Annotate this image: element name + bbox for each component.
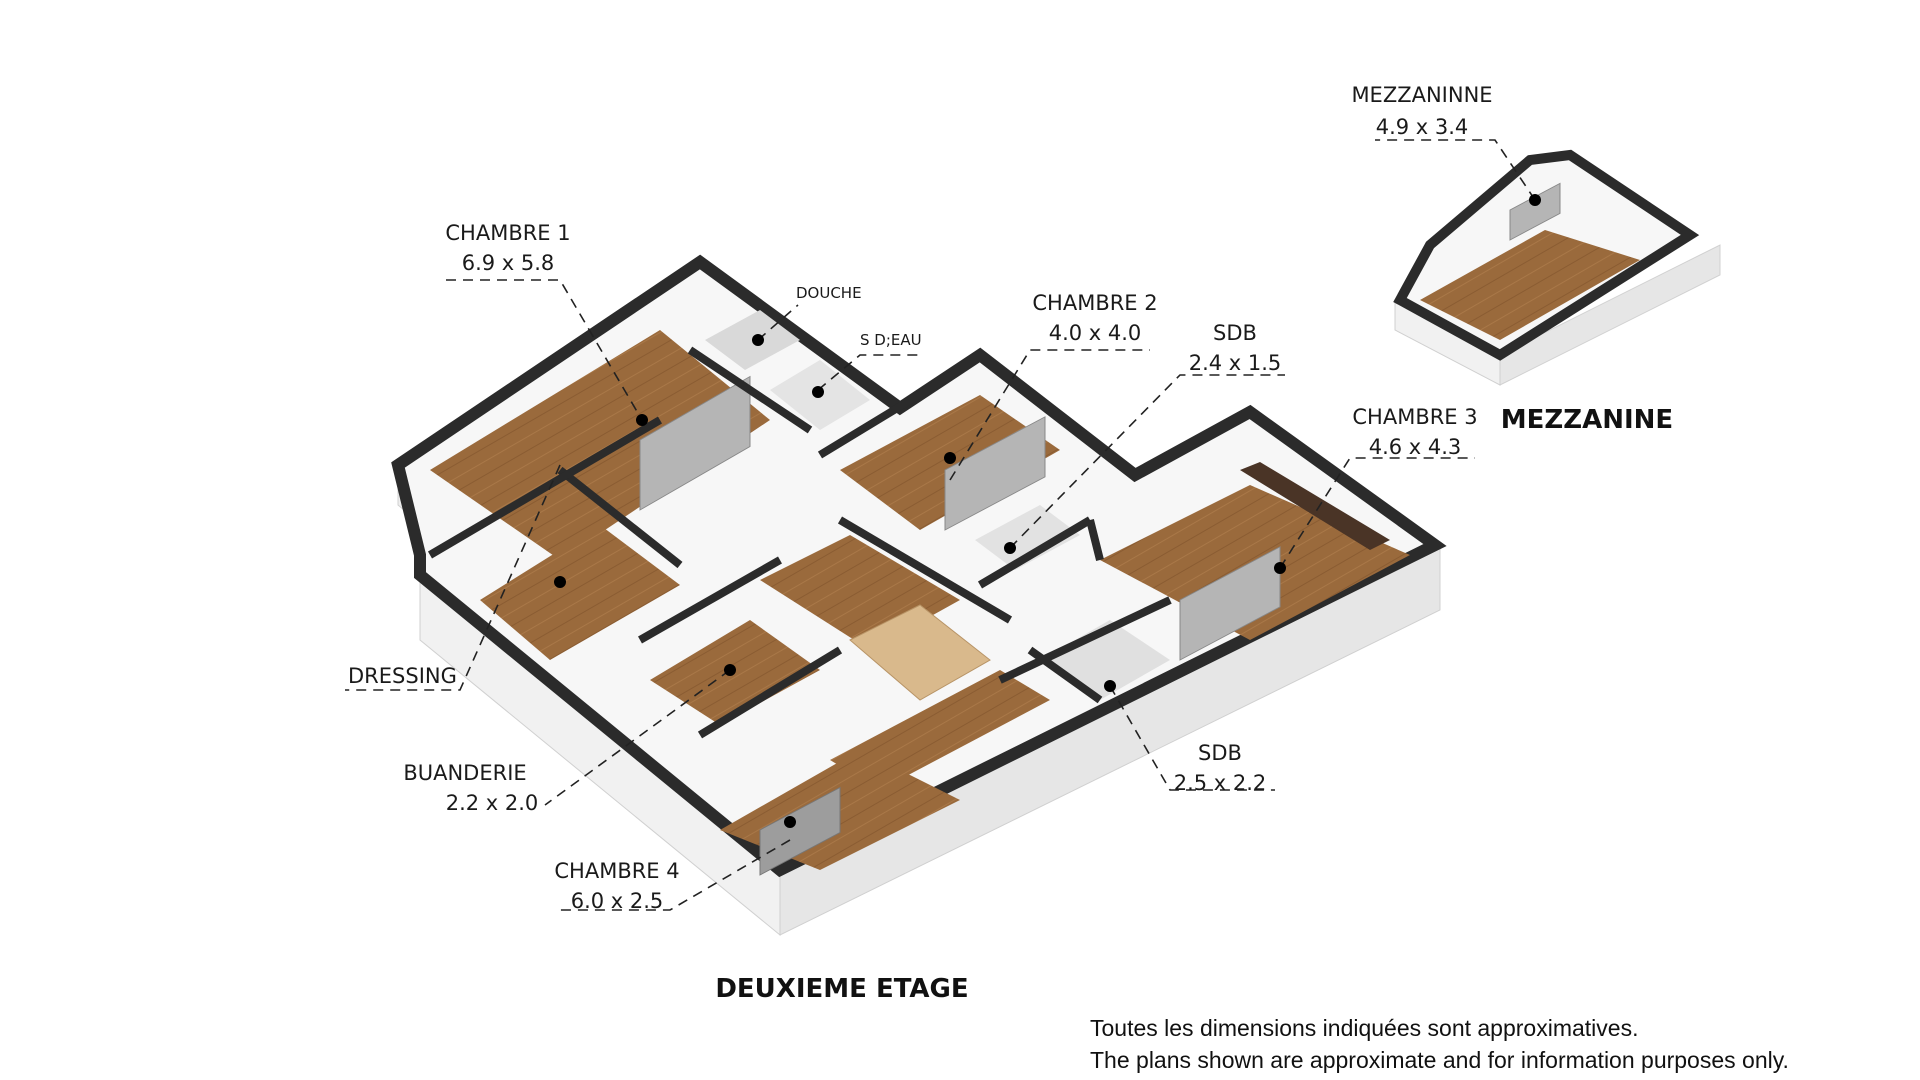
marker-buanderie bbox=[724, 664, 736, 676]
label-buanderie-dims: 2.2 x 2.0 bbox=[446, 791, 539, 815]
disclaimer: Toutes les dimensions indiquées sont app… bbox=[1090, 1012, 1789, 1076]
marker-mezzanine bbox=[1529, 194, 1541, 206]
label-chambre3-name: CHAMBRE 3 bbox=[1352, 405, 1477, 429]
mezzanine-plan bbox=[1393, 149, 1721, 386]
floor-title-mezzanine: MEZZANINE bbox=[1501, 405, 1673, 435]
label-chambre2-name: CHAMBRE 2 bbox=[1032, 291, 1157, 315]
label-dressing: DRESSING bbox=[348, 664, 457, 688]
staircase bbox=[849, 604, 991, 701]
label-buanderie-name: BUANDERIE bbox=[403, 761, 526, 785]
mezzanine-wall-face-right bbox=[1499, 244, 1721, 386]
floor-title-main: DEUXIEME ETAGE bbox=[715, 974, 968, 1004]
label-chambre3-dims: 4.6 x 4.3 bbox=[1369, 435, 1462, 459]
marker-sdeau bbox=[812, 386, 824, 398]
marker-sdb2 bbox=[1104, 680, 1116, 692]
disclaimer-en: The plans shown are approximate and for … bbox=[1090, 1047, 1789, 1073]
label-chambre2-dims: 4.0 x 4.0 bbox=[1049, 321, 1142, 345]
mezzanine-floor bbox=[1420, 230, 1640, 340]
label-sdb2-name: SDB bbox=[1198, 741, 1242, 765]
interior-walls bbox=[427, 346, 1172, 739]
label-chambre1-name: CHAMBRE 1 bbox=[445, 221, 570, 245]
main-floor-plan bbox=[391, 254, 1447, 937]
room-sdb1-floor bbox=[975, 505, 1080, 570]
disclaimer-fr: Toutes les dimensions indiquées sont app… bbox=[1090, 1015, 1639, 1041]
marker-chambre4 bbox=[784, 816, 796, 828]
label-sdb2-dims: 2.5 x 2.2 bbox=[1174, 771, 1267, 795]
marker-sdb1 bbox=[1004, 542, 1016, 554]
leaders bbox=[345, 139, 1536, 911]
room-corridor-floor bbox=[830, 670, 1050, 790]
room-markers bbox=[554, 194, 1541, 828]
label-douche: DOUCHE bbox=[796, 284, 862, 302]
bed-chambre4 bbox=[759, 786, 841, 876]
label-chambre1-dims: 6.9 x 5.8 bbox=[462, 251, 555, 275]
marker-chambre1 bbox=[636, 414, 648, 426]
label-chambre4-dims: 6.0 x 2.5 bbox=[571, 889, 664, 913]
marker-chambre3 bbox=[1274, 562, 1286, 574]
marker-douche bbox=[752, 334, 764, 346]
label-mezzanine-dims: 4.9 x 3.4 bbox=[1376, 115, 1469, 139]
label-chambre4-name: CHAMBRE 4 bbox=[554, 859, 679, 883]
label-mezzanine-name: MEZZANINNE bbox=[1351, 83, 1492, 107]
label-sdeau: S D;EAU bbox=[860, 331, 922, 349]
label-sdb1-dims: 2.4 x 1.5 bbox=[1189, 351, 1282, 375]
room-labels: CHAMBRE 1 6.9 x 5.8 DOUCHE S D;EAU CHAMB… bbox=[348, 83, 1493, 913]
marker-dressing bbox=[554, 576, 566, 588]
label-sdb1-name: SDB bbox=[1213, 321, 1257, 345]
marker-chambre2 bbox=[944, 452, 956, 464]
bed-chambre3 bbox=[1179, 546, 1281, 661]
wardrobe-chambre3 bbox=[1240, 462, 1390, 550]
bed-chambre2 bbox=[944, 416, 1046, 531]
bed-chambre1 bbox=[639, 375, 751, 511]
room-dressing-floor bbox=[480, 525, 680, 660]
